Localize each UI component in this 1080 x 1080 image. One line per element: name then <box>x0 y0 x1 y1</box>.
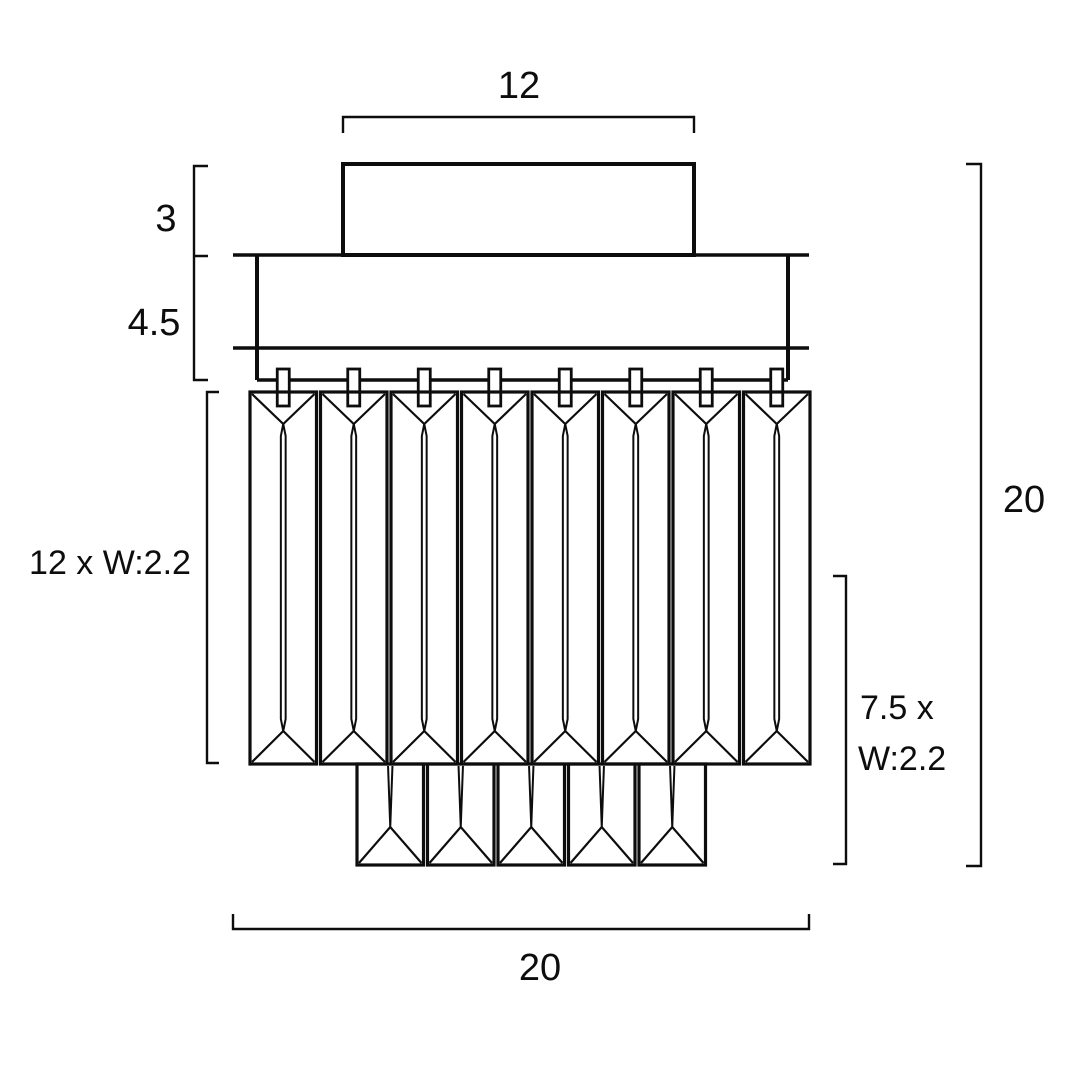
hanger-clip <box>487 367 503 408</box>
prism-outline <box>389 390 460 766</box>
hanger-clip <box>628 367 644 408</box>
dimension-large-crystal: 12 x W:2.2 <box>29 390 219 765</box>
prism-bottom-facet <box>533 729 598 763</box>
crystal-prism-large <box>600 390 671 766</box>
prism-center-facet <box>420 423 428 732</box>
crystal-prism-large <box>318 390 389 766</box>
crystal-prism-small <box>496 762 567 867</box>
prism-bottom-facet <box>744 729 809 763</box>
prism-bottom-facet <box>569 825 634 864</box>
dimension-overall-height: 20 <box>966 162 1045 868</box>
hanger-clip <box>275 367 291 408</box>
prism-top-facet <box>674 393 739 425</box>
prism-center-facet <box>632 423 640 732</box>
prism-center-facet <box>491 423 499 732</box>
dimension-overall-width: 20 <box>231 914 811 989</box>
hanger-clip <box>698 367 714 408</box>
prism-outline <box>318 390 389 766</box>
prism-top-facet <box>321 393 386 425</box>
small-crystal-size-label-line2: W:2.2 <box>858 740 946 778</box>
crystal-prism-large <box>248 390 319 766</box>
large-crystal-size-label: 12 x W:2.2 <box>29 544 191 582</box>
prism-outline <box>530 390 601 766</box>
large-crystal-row <box>248 390 812 766</box>
prism-center-facet <box>773 423 781 732</box>
prism-outline <box>355 762 426 867</box>
hanger-clip <box>416 367 432 408</box>
overall-height-label: 20 <box>1003 479 1045 521</box>
crystal-prism-large <box>459 390 530 766</box>
prism-center-facet <box>598 765 605 828</box>
prism-outline <box>425 762 496 867</box>
prism-outline <box>741 390 812 766</box>
crystal-prism-large <box>530 390 601 766</box>
prism-outline <box>248 390 319 766</box>
prism-outline <box>459 390 530 766</box>
crystal-prism-small <box>355 762 426 867</box>
prism-bottom-facet <box>321 729 386 763</box>
hanger-clips <box>275 367 785 408</box>
prism-top-facet <box>251 393 316 425</box>
canopy-height-label: 3 <box>155 198 176 240</box>
prism-top-facet <box>744 393 809 425</box>
prism-bottom-facet <box>603 729 668 763</box>
dimension-top-width: 12 <box>341 65 696 133</box>
crystal-prism-large <box>741 390 812 766</box>
prism-center-facet <box>457 765 464 828</box>
body-height-label: 4.5 <box>128 302 181 344</box>
overall-width-label: 20 <box>519 947 561 989</box>
prism-center-facet <box>387 765 394 828</box>
hanger-clip <box>346 367 362 408</box>
crystal-prism-small <box>637 762 708 867</box>
small-crystal-row <box>355 762 708 867</box>
prism-bottom-facet <box>462 729 527 763</box>
prism-center-facet <box>702 423 710 732</box>
prism-bottom-facet <box>428 825 493 864</box>
prism-outline <box>637 762 708 867</box>
prism-outline <box>600 390 671 766</box>
small-crystal-size-label-line1: 7.5 x <box>860 689 934 727</box>
prism-outline <box>566 762 637 867</box>
prism-center-facet <box>561 423 569 732</box>
prism-center-facet <box>669 765 676 828</box>
prism-center-facet <box>350 423 358 732</box>
fixture-canopy <box>233 162 809 382</box>
prism-bottom-facet <box>358 825 423 864</box>
overall-height-bracket <box>966 162 983 868</box>
prism-bottom-facet <box>251 729 316 763</box>
prism-bottom-facet <box>499 825 564 864</box>
large-crystal-bracket <box>205 390 219 765</box>
crystal-prism-large <box>389 390 460 766</box>
prism-bottom-facet <box>640 825 705 864</box>
canopy-top-box <box>341 162 696 257</box>
top-width-bracket <box>341 115 696 133</box>
prism-outline <box>496 762 567 867</box>
prism-top-facet <box>392 393 457 425</box>
prism-top-facet <box>462 393 527 425</box>
crystal-prism-large <box>671 390 742 766</box>
prism-top-facet <box>533 393 598 425</box>
dimension-small-crystal: 7.5 x W:2.2 <box>833 574 946 866</box>
canopy-height-bracket <box>192 164 208 382</box>
crystal-prism-small <box>425 762 496 867</box>
prism-bottom-facet <box>392 729 457 763</box>
prism-top-facet <box>603 393 668 425</box>
prism-bottom-facet <box>674 729 739 763</box>
top-width-label: 12 <box>498 65 540 107</box>
prism-outline <box>671 390 742 766</box>
small-crystal-bracket <box>833 574 848 866</box>
hanger-clip <box>557 367 573 408</box>
overall-width-bracket <box>231 914 811 931</box>
prism-center-facet <box>279 423 287 732</box>
dimension-canopy-heights: 3 4.5 <box>128 164 208 382</box>
hanger-clip <box>769 367 785 408</box>
prism-center-facet <box>528 765 535 828</box>
crystal-prism-small <box>566 762 637 867</box>
